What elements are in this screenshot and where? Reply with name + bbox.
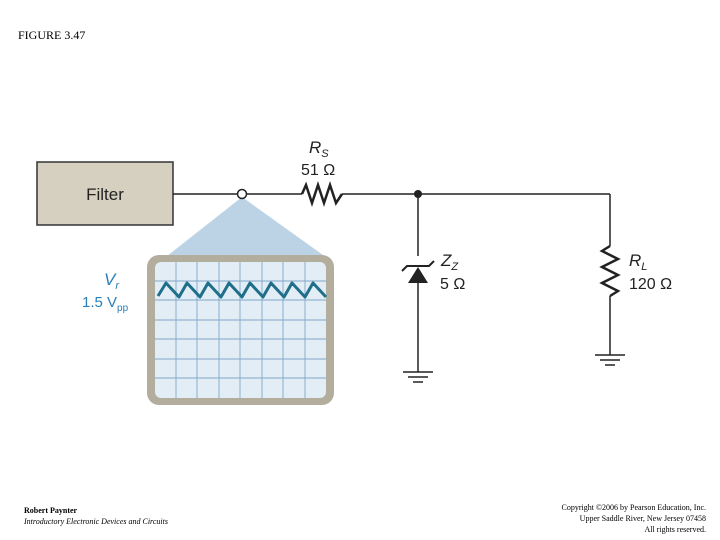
figure-title: FIGURE 3.47 bbox=[18, 28, 86, 42]
copyright-line: Copyright ©2006 by Pearson Education, In… bbox=[561, 503, 707, 512]
rs-value: 51 Ω bbox=[301, 162, 335, 179]
vr-value: 1.5 Vpp bbox=[82, 294, 129, 314]
zener-diode bbox=[401, 260, 435, 283]
test-point bbox=[236, 188, 248, 200]
zener-value: 5 Ω bbox=[440, 276, 465, 293]
scope-grid bbox=[155, 262, 326, 398]
vr-label: Vr bbox=[104, 270, 120, 292]
rs-label: RS bbox=[309, 138, 329, 160]
rl-label: RL bbox=[629, 251, 647, 273]
author-name: Robert Paynter bbox=[24, 506, 78, 515]
oscilloscope bbox=[147, 255, 334, 405]
book-title: Introductory Electronic Devices and Circ… bbox=[24, 517, 168, 526]
scope-beam bbox=[162, 197, 330, 260]
copyright-line: All rights reserved. bbox=[644, 525, 706, 534]
ripple-trace bbox=[156, 281, 328, 299]
junction-dot bbox=[414, 190, 422, 198]
copyright-line: Upper Saddle River, New Jersey 07458 bbox=[579, 514, 706, 523]
ground-zener bbox=[403, 371, 433, 383]
wires bbox=[173, 193, 611, 372]
zener-label: ZZ bbox=[440, 251, 459, 273]
copyright-notice: Copyright ©2006 by Pearson Education, In… bbox=[486, 502, 707, 535]
rl-value: 120 Ω bbox=[629, 276, 672, 293]
resistor-rl bbox=[599, 244, 621, 298]
resistor-rs bbox=[300, 181, 344, 207]
author-block: Robert Paynter Introductory Electronic D… bbox=[24, 505, 168, 527]
ground-load bbox=[595, 354, 625, 366]
filter-label: Filter bbox=[86, 185, 124, 204]
